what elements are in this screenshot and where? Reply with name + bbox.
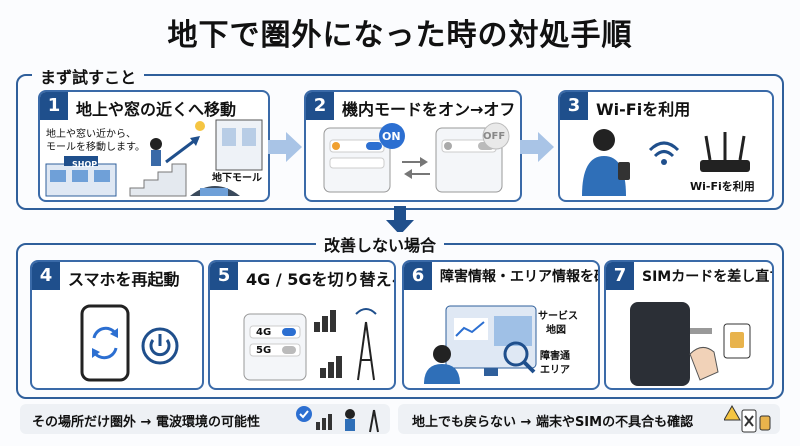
arrow-right-icon: [268, 132, 302, 162]
label-fault: 障害通: [540, 351, 570, 362]
shop-sign: SHOP: [72, 160, 98, 169]
step-title-2: 機内モードをオン→オフ: [342, 100, 516, 119]
step-number-6: 6: [404, 262, 432, 290]
bottom-right-text: 地上でも戻らない → 端末やSIMの不具合も確認: [412, 415, 694, 430]
on-label: ON: [382, 130, 401, 143]
router-label: Wi-Fiを利用: [690, 180, 755, 193]
step-card-4: 4 スマホを再起動: [30, 260, 204, 390]
bottom-note-left: その場所だけ圏外 → 電波環境の可能性: [20, 404, 390, 434]
option-4g: 4G: [256, 327, 272, 338]
step-title-6: 障害情報・エリア情報を確認: [440, 269, 598, 285]
move-upstairs-illustration: [45, 119, 263, 197]
step1-note-line2: モールを移動します。: [46, 142, 145, 153]
option-5g: 5G: [256, 345, 272, 356]
label-map: 地図: [546, 325, 566, 336]
section-first-label: まず試すこと: [32, 64, 145, 88]
step-title-7: SIMカードを差し直す: [642, 269, 774, 285]
step-number-2: 2: [306, 92, 334, 120]
airplane-mode-illustration: [323, 122, 510, 193]
arrow-right-icon: [520, 132, 554, 162]
step-title-5: 4G / 5Gを切り替える: [246, 270, 396, 289]
bottom-left-text: その場所だけ圏外 → 電波環境の可能性: [32, 415, 260, 430]
status-check-illustration: [424, 305, 537, 384]
step-card-7: 7 SIMカードを差し直す: [604, 260, 774, 390]
label-service: サービス: [538, 311, 578, 322]
step-number-1: 1: [40, 92, 68, 120]
sim-card-illustration: [630, 302, 751, 386]
restart-illustration: [80, 304, 179, 382]
step-title-3: Wi-Fiを利用: [596, 100, 691, 119]
step-card-6: 6 障害情報・エリア情報を確認 サービス 地図 障害通 エリア: [402, 260, 600, 390]
bottom-note-right: 地上でも戻らない → 端末やSIMの不具合も確認: [398, 404, 780, 434]
step-title-1: 地上や窓の近くへ移動: [76, 100, 237, 119]
step-number-3: 3: [560, 92, 588, 120]
wifi-illustration: [582, 129, 750, 196]
network-switch-illustration: [243, 308, 377, 381]
step1-note-line1: 地上や窓い近から、: [46, 129, 136, 140]
label-area: エリア: [540, 365, 570, 376]
step-card-5: 5 4G / 5Gを切り替える 4G 5G: [208, 260, 396, 390]
step-number-5: 5: [210, 262, 238, 290]
mall-sign: 地下モール: [212, 173, 262, 184]
off-label: OFF: [483, 131, 506, 142]
step-card-1: 1 地上や窓の近くへ移動 地上や窓い近から、 モールを移動します。: [38, 90, 270, 202]
step-number-4: 4: [32, 262, 60, 290]
warning-phone-icon: [724, 404, 771, 433]
page-title: 地下で圏外になった時の対処手順: [167, 18, 633, 53]
step-card-2: 2 機内モードをオン→オフ ON OFF: [304, 90, 522, 202]
step-card-3: 3 Wi-Fiを利用 Wi-Fiを利用: [558, 90, 774, 202]
step-number-7: 7: [606, 262, 634, 290]
step-title-4: スマホを再起動: [68, 270, 180, 289]
arrow-down-icon: [386, 206, 414, 235]
section-second-label: 改善しない場合: [316, 232, 445, 256]
signal-person-icon: [296, 406, 379, 433]
